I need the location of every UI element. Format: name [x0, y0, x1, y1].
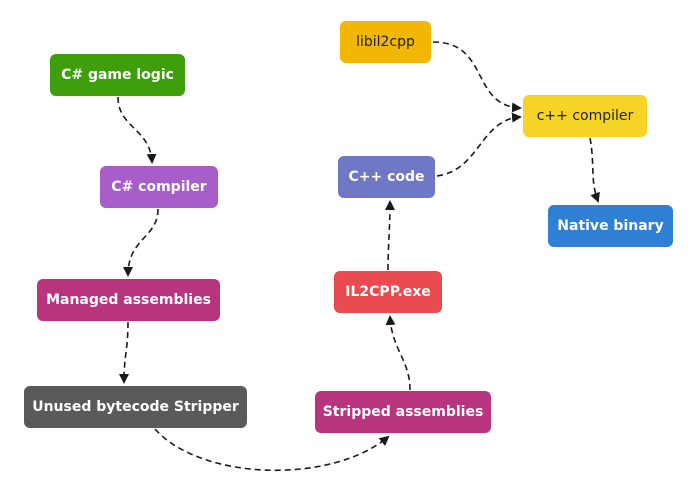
node-label: C++ code — [348, 169, 425, 185]
node-csharp-game-logic: C# game logic — [50, 54, 185, 96]
edge-stripped-assemblies-to-il2cpp-exe — [385, 315, 411, 391]
edge-cpp-code-to-cpp-compiler — [436, 112, 522, 177]
node-csharp-compiler: C# compiler — [100, 166, 218, 208]
edge-unused-bytecode-stripper-to-stripped-assemblies — [154, 428, 390, 472]
node-cpp-code: C++ code — [338, 156, 435, 198]
node-label: C# game logic — [61, 67, 174, 83]
node-label: IL2CPP.exe — [345, 284, 431, 300]
edge-managed-assemblies-to-unused-bytecode-stripper — [119, 321, 130, 384]
node-label: Native binary — [557, 218, 664, 234]
node-label: Stripped assemblies — [322, 404, 484, 420]
node-native-binary: Native binary — [548, 205, 673, 247]
node-managed-assemblies: Managed assemblies — [37, 279, 220, 321]
edge-libil2cpp-to-cpp-compiler — [432, 41, 522, 113]
edge-csharp-compiler-to-managed-assemblies — [123, 208, 159, 277]
edge-il2cpp-exe-to-cpp-code — [384, 200, 395, 271]
node-il2cpp-exe: IL2CPP.exe — [334, 271, 442, 313]
node-cpp-compiler: c++ compiler — [523, 95, 647, 137]
node-stripped-assemblies: Stripped assemblies — [315, 391, 491, 433]
node-label: libil2cpp — [356, 34, 415, 50]
node-label: Managed assemblies — [46, 292, 211, 308]
edge-csharp-game-logic-to-csharp-compiler — [117, 96, 157, 164]
node-label: c++ compiler — [536, 108, 634, 124]
edge-cpp-compiler-to-native-binary — [589, 137, 600, 203]
node-label: Unused bytecode Stripper — [32, 399, 239, 415]
node-libil2cpp: libil2cpp — [340, 21, 431, 63]
node-unused-bytecode-stripper: Unused bytecode Stripper — [24, 386, 247, 428]
node-label: C# compiler — [111, 179, 207, 195]
